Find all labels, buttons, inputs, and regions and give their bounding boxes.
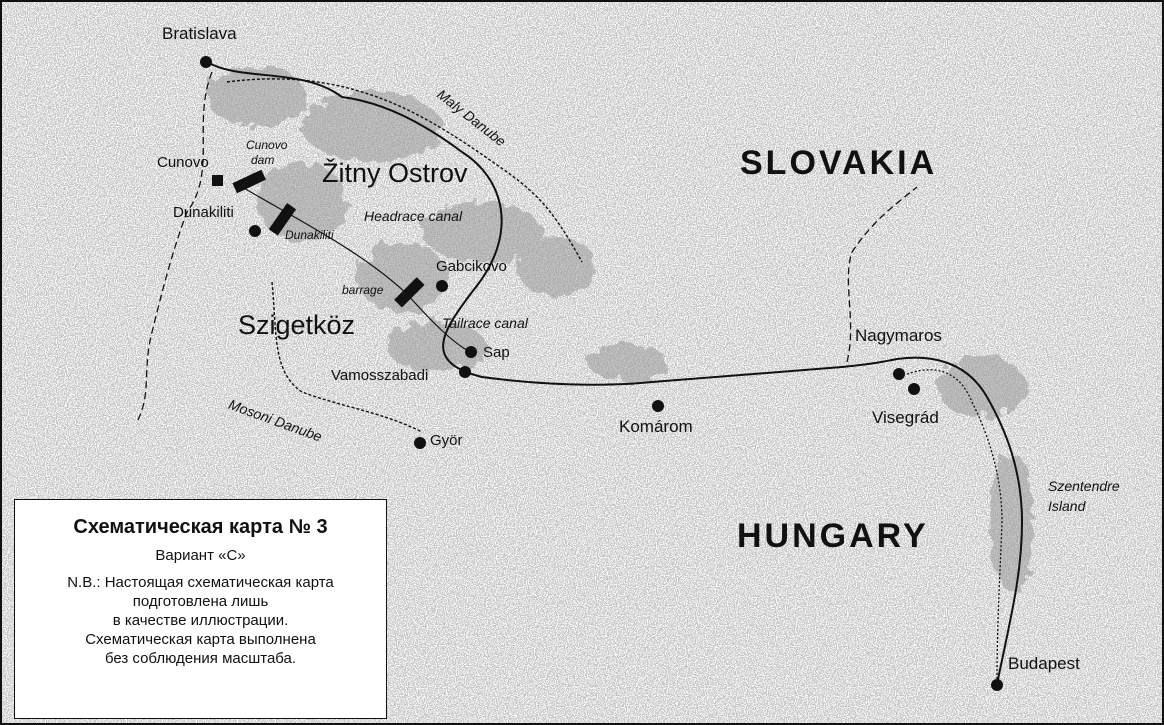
vamosszabadi-dot xyxy=(459,366,471,378)
dunakiliti-label: Dunakiliti xyxy=(173,204,234,221)
legend-title: Схематическая карта № 3 xyxy=(73,516,328,538)
gyor-label: Györ xyxy=(430,432,463,449)
komarom-label: Komárom xyxy=(619,417,693,436)
cunovo-dam-label-1: Cunovo xyxy=(246,138,288,152)
nagymaros-label: Nagymaros xyxy=(855,326,942,345)
gyor-dot xyxy=(414,437,426,449)
dunakiliti-barrage-marker xyxy=(268,203,297,236)
cunovo-dot xyxy=(212,175,223,186)
sap-dot xyxy=(465,346,477,358)
visegrad-label: Visegrád xyxy=(872,408,939,427)
vamosszabadi-label: Vamosszabadi xyxy=(331,367,429,384)
hungary-label: HUNGARY xyxy=(737,517,929,555)
bratislava-label: Bratislava xyxy=(162,24,237,43)
bratislava-dot xyxy=(200,56,212,68)
legend-note-line: Схематическая карта выполнена xyxy=(85,631,316,648)
szigetkoz-label: Szigetköz xyxy=(238,310,356,340)
legend-note-line: подготовлена лишь xyxy=(132,593,269,610)
gabcikovo-dot xyxy=(436,280,448,292)
danube-arm xyxy=(906,369,1003,685)
mosoni-danube-river xyxy=(271,281,423,433)
headrace-canal-label: Headrace canal xyxy=(364,208,463,224)
gabcikovo-label: Gabcikovo xyxy=(436,258,507,275)
budapest-label: Budapest xyxy=(1008,654,1080,673)
dunakiliti-barrage-label-2: barrage xyxy=(342,283,384,297)
cunovo-dam-label-2: dam xyxy=(251,153,275,167)
slovakia-label: SLOVAKIA xyxy=(740,144,938,182)
headrace-canal xyxy=(241,186,408,295)
gabcikovo-barrage-marker xyxy=(394,277,425,308)
legend-note-line: без соблюдения масштаба. xyxy=(104,650,297,667)
sap-label: Sap xyxy=(483,344,510,361)
tailrace-canal-label: Tailrace canal xyxy=(442,315,528,331)
legend-subtitle: Вариант «С» xyxy=(155,547,246,564)
state-border-slovakia-hungary xyxy=(846,186,918,363)
budapest-dot xyxy=(991,679,1003,691)
szentendre-island-label-2: Island xyxy=(1048,498,1086,514)
nagymaros-dot xyxy=(893,368,905,380)
szentendre-island-label-1: Szentendre xyxy=(1048,478,1120,494)
dunakiliti-dot xyxy=(249,225,261,237)
floodplain-shading xyxy=(207,67,1034,592)
legend-note-line: в качестве иллюстрации. xyxy=(112,612,289,629)
state-border-austria xyxy=(136,71,213,423)
cunovo-dam-marker xyxy=(232,169,267,194)
danube-river xyxy=(206,61,1024,685)
zitny-ostrov-label: Žitny Ostrov xyxy=(322,158,468,188)
komarom-dot xyxy=(652,400,664,412)
legend-note-line: N.B.: Настоящая схематическая карта xyxy=(67,574,334,591)
visegrad-dot xyxy=(908,383,920,395)
dunakiliti-barrage-label-1: Dunakiliti xyxy=(285,228,334,242)
legend-box: Схематическая карта № 3 Вариант «С» N.B.… xyxy=(14,499,387,719)
cunovo-label: Cunovo xyxy=(157,154,209,171)
tailrace-canal xyxy=(406,293,471,353)
